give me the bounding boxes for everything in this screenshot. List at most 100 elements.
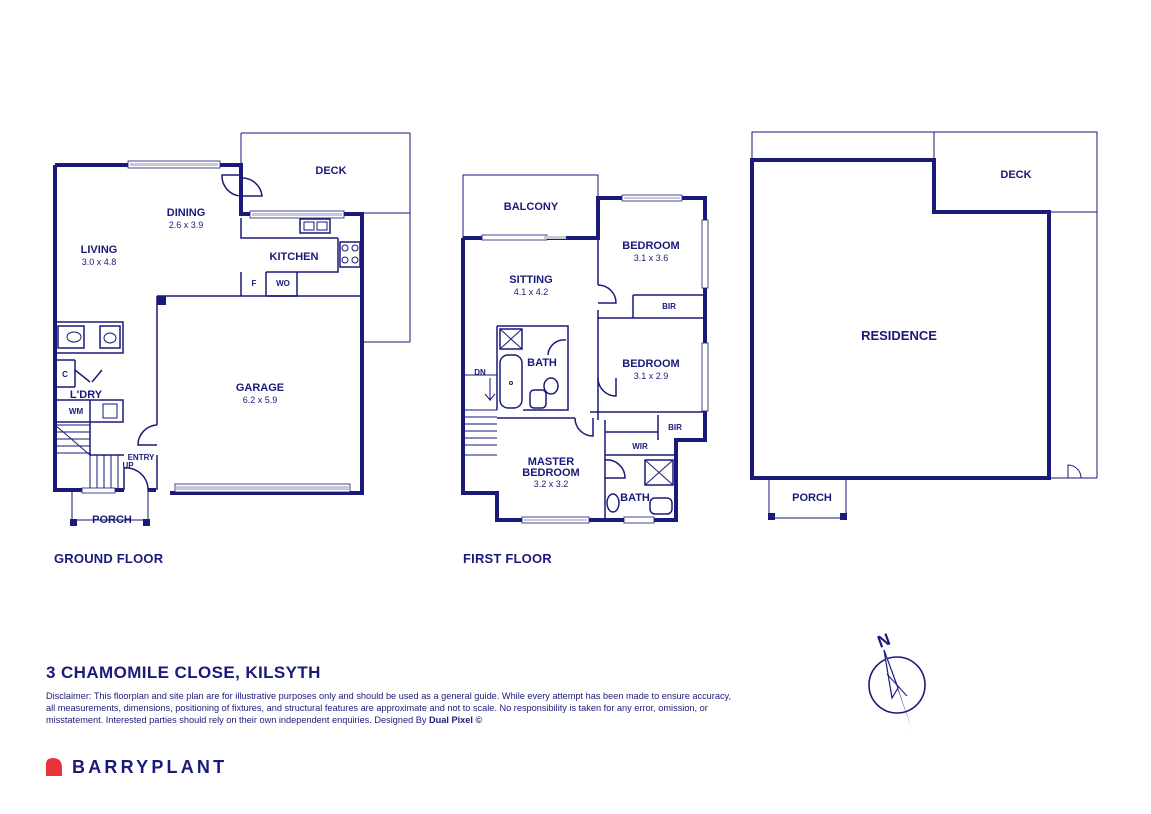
wir-walls — [605, 431, 676, 456]
ensuite-door — [604, 459, 626, 479]
cupboard — [55, 359, 76, 388]
master-dimension: 3.2 x 3.2 — [534, 479, 569, 489]
laundry-bench — [55, 399, 124, 423]
bedroom1-label: BEDROOM — [622, 240, 679, 252]
bedroom2-door — [597, 377, 617, 397]
bedroom1-door — [597, 284, 617, 304]
ground-stairs — [54, 424, 119, 490]
bir2-outline — [598, 411, 705, 440]
dining-door-swing — [221, 174, 242, 197]
residence-outline — [750, 158, 1051, 480]
sitting-label: SITTING — [509, 274, 552, 286]
bedroom2-side-window — [701, 342, 709, 412]
deck-lower — [363, 212, 410, 343]
bir1-label: BIR — [662, 302, 676, 311]
fridge-label: F — [252, 279, 257, 288]
garage-column — [157, 296, 166, 305]
site-gate — [1067, 464, 1082, 479]
brand-mark-icon — [46, 758, 62, 776]
ground-west-wall — [53, 165, 82, 492]
property-address: 3 CHAMOMILE CLOSE, KILSYTH — [46, 663, 321, 682]
balcony-label: BALCONY — [504, 201, 559, 213]
deck-outline — [241, 132, 411, 213]
residence-label: RESIDENCE — [861, 328, 937, 343]
bath-walls — [496, 325, 569, 411]
laundry-door — [74, 369, 103, 383]
brand-name: BARRYPLANT — [72, 756, 228, 777]
bir2-label: BIR — [668, 423, 682, 432]
garage-label: GARAGE — [236, 382, 284, 394]
disclaimer-designer: Dual Pixel © — [429, 715, 483, 725]
dining-door-swing-2 — [240, 177, 263, 197]
wall-oven-label: WO — [276, 279, 290, 288]
stair-up-label: UP — [122, 461, 134, 470]
powder-room — [55, 321, 124, 354]
site-plan: DECK RESIDENCE PORCH — [750, 131, 1098, 520]
kitchen-label: KITCHEN — [270, 251, 319, 263]
bedroom-walls — [597, 238, 705, 412]
washing-machine-label: WM — [69, 407, 84, 416]
bir1-outline — [632, 294, 705, 318]
floorplan-drawing: F WO DECK DINING 2.6 x 3.9 LIVING — [53, 131, 1098, 526]
site-porch — [768, 478, 847, 519]
compass-icon: N — [868, 630, 926, 730]
bedroom1-side-window — [701, 219, 709, 289]
master-door — [574, 417, 594, 437]
sitting-dimension: 4.1 x 4.2 — [514, 287, 549, 297]
site-deck-label: DECK — [1000, 169, 1031, 181]
entry-label: ENTRY — [128, 453, 155, 462]
first-stairs — [463, 374, 497, 456]
deck-label: DECK — [315, 165, 346, 177]
first-exterior-wall — [461, 196, 707, 522]
kitchen-bench-top — [240, 218, 338, 239]
living-dimension: 3.0 x 4.8 — [82, 257, 117, 267]
porch-label: PORCH — [92, 514, 132, 526]
toilet — [57, 325, 85, 349]
bedroom1-dimension: 3.1 x 3.6 — [634, 253, 669, 263]
site-porch-label: PORCH — [792, 492, 832, 504]
master-walls — [497, 411, 606, 520]
laundry-south-wall — [89, 422, 124, 456]
kitchen-bench-side — [297, 238, 339, 273]
stair-down-label: DN — [474, 368, 486, 377]
site-boundary — [751, 131, 1098, 478]
kitchen-sink — [299, 218, 331, 234]
bedroom2-dimension: 3.1 x 2.9 — [634, 371, 669, 381]
master-bedroom-label-1: MASTER — [528, 456, 575, 468]
bath-toilet — [529, 389, 547, 409]
disclaimer: Disclaimer: This floorplan and site plan… — [46, 690, 736, 726]
balcony-outline — [462, 174, 599, 238]
laundry-label: L'DRY — [70, 389, 103, 401]
ensuite-bath-label: BATH — [620, 492, 650, 504]
fridge-wall-oven — [240, 271, 298, 297]
ground-floor-plan: F WO DECK DINING 2.6 x 3.9 LIVING — [53, 132, 411, 526]
bedroom2-label: BEDROOM — [622, 358, 679, 370]
compass-north-label: N — [875, 630, 893, 652]
bath-label: BATH — [527, 357, 557, 369]
garage-door-swing — [137, 424, 158, 446]
garage-dimension: 6.2 x 5.9 — [243, 395, 278, 405]
living-label: LIVING — [81, 244, 118, 256]
wir-label: WIR — [632, 442, 648, 451]
bathtub — [499, 354, 523, 409]
dining-dimension: 2.6 x 3.9 — [169, 220, 204, 230]
porch-outline — [71, 490, 149, 521]
entry-door-swing — [123, 467, 149, 491]
ground-floor-title: GROUND FLOOR — [54, 551, 164, 566]
cooktop — [339, 241, 361, 268]
cupboard-label: C — [62, 370, 68, 379]
master-bedroom-label-2: BEDROOM — [522, 467, 579, 479]
ensuite-basin — [606, 493, 620, 513]
basin — [99, 325, 121, 349]
bath-basin — [543, 377, 559, 395]
first-floor-title: FIRST FLOOR — [463, 551, 552, 566]
balcony-sliding-door — [481, 234, 548, 241]
dining-label: DINING — [167, 207, 206, 219]
ensuite-shower — [644, 459, 674, 486]
first-floor-plan: BALCONY SITTING 4.1 x 4.2 BEDROOM 3.1 x … — [461, 174, 709, 524]
laundry-trough — [102, 403, 118, 419]
brand-logo: BARRYPLANT — [44, 756, 227, 778]
ensuite-toilet — [649, 497, 673, 515]
site-lines — [933, 132, 1097, 479]
shower — [499, 328, 523, 350]
